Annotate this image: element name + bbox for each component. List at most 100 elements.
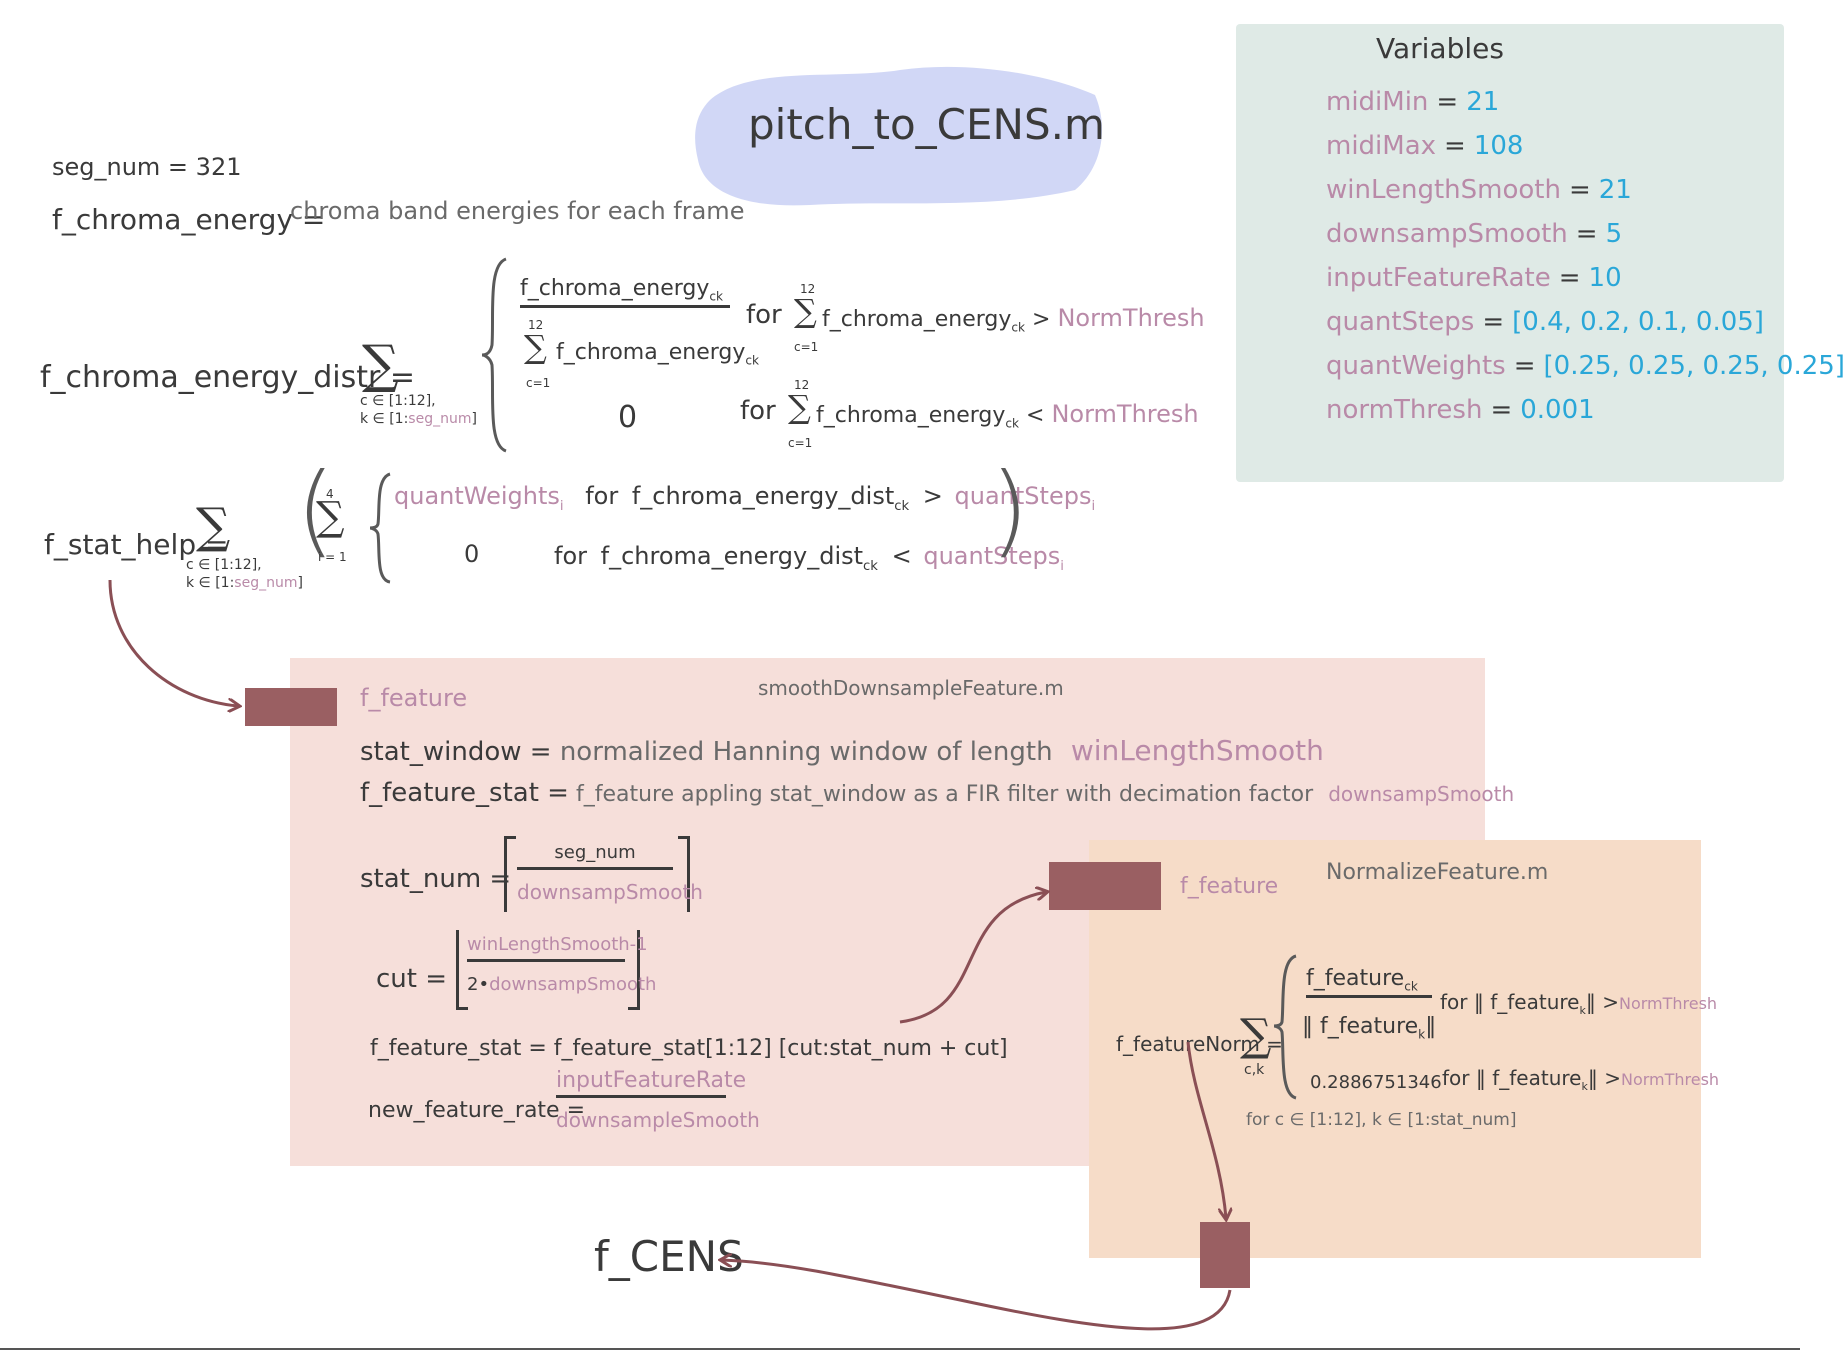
distr-brace — [481, 257, 507, 453]
distr-case1-denominator: f_chroma_energyck — [556, 340, 759, 367]
variable-equals: = — [1490, 395, 1513, 425]
feature-stat-rhs: f_feature appling stat_window as a FIR f… — [575, 782, 1314, 807]
distr-case1-num-text: f_chroma_energy — [520, 276, 710, 301]
stat-help-case2: for f_chroma_energy_distck < quantStepsi — [554, 542, 1064, 574]
stat-help-case2-steps-sub: i — [1060, 558, 1064, 574]
feature-norm-for1-end: ‖ > — [1585, 990, 1619, 1014]
distr-den-sum-top: 12 — [528, 318, 544, 332]
distr-cond2-sum-symbol: ∑ — [788, 388, 811, 426]
stat-window-line: stat_window = normalized Hanning window … — [360, 734, 1324, 767]
stat-num-lhs: stat_num = — [360, 864, 512, 894]
normalize-input-label: f_feature — [1180, 874, 1279, 899]
variable-value: [0.25, 0.25, 0.25, 0.25] — [1543, 351, 1845, 381]
feature-norm-for1: for ‖ f_feature — [1440, 990, 1580, 1014]
stat-num-numerator: seg_num — [517, 842, 673, 870]
feature-norm-for2-sub: k — [1581, 1080, 1588, 1093]
arrow-output-block-to-cens — [722, 1260, 1232, 1331]
variable-row: winLengthSmooth=21 — [1326, 168, 1845, 212]
variable-equals: = — [1558, 263, 1581, 293]
feature-norm-domain: for c ∈ [1:12], k ∈ [1:stat_num] — [1246, 1110, 1517, 1130]
stat-window-var: winLengthSmooth — [1070, 734, 1324, 767]
stat-help-inner-bottom: i = 1 — [318, 550, 347, 564]
feature-norm-case1-thresh: NormThresh — [1618, 994, 1718, 1013]
stat-num-ceil-brackets: seg_num downsampSmooth — [504, 836, 703, 912]
feature-norm-case2-value: 0.2886751346 — [1310, 1072, 1442, 1093]
normalize-input-block — [1049, 862, 1161, 910]
stat-help-case1-gt: > — [922, 482, 943, 510]
variable-row: quantWeights=[0.25, 0.25, 0.25, 0.25] — [1326, 344, 1845, 388]
arrow-smooth-to-normalize — [899, 892, 1046, 1024]
stat-help-case1-for: for — [585, 482, 619, 510]
stat-num-denominator: downsampSmooth — [517, 880, 703, 904]
variable-value: 21 — [1598, 175, 1632, 205]
stat-help-sum-sub2-prefix: k ∈ [1: — [186, 575, 235, 591]
distr-sum-sub2-var: seg_num — [408, 411, 472, 427]
feature-norm-case2-condition: for ‖ f_featurek‖ >NormThresh — [1442, 1066, 1719, 1093]
distr-case1-gt: > — [1032, 307, 1051, 332]
feature-norm-lhs: f_featureNorm = — [1116, 1032, 1283, 1056]
cut-den-prefix: 2• — [467, 974, 490, 995]
feature-norm-den-text: ‖ f_feature — [1302, 1014, 1419, 1039]
cut-den-var: downsampSmooth — [489, 974, 657, 995]
distr-cond2-sum-top: 12 — [794, 378, 810, 392]
feature-norm-den-end: ‖ — [1425, 1014, 1437, 1039]
feature-norm-case1-numerator: f_featureck — [1306, 966, 1432, 999]
distr-case2-lt: < — [1026, 403, 1045, 428]
variable-name: midiMax — [1326, 131, 1437, 161]
stat-help-lhs: f_stat_help = — [44, 528, 229, 561]
stat-help-sum-symbol: ∑ — [196, 498, 231, 554]
normalize-output-block — [1200, 1222, 1250, 1288]
variable-name: quantSteps — [1326, 307, 1475, 337]
normalize-file-name: NormalizeFeature.m — [1326, 860, 1549, 885]
variable-name: winLengthSmooth — [1326, 175, 1561, 205]
cut-denominator: 2•downsampSmooth — [467, 974, 656, 995]
feature-stat-lhs: f_feature_stat = — [360, 778, 569, 808]
distr-case1-numerator: f_chroma_energyck — [520, 276, 730, 309]
stat-help-sum-sub2-var: seg_num — [234, 575, 298, 591]
feature-norm-case2-thresh: NormThresh — [1620, 1070, 1720, 1089]
title-cloud-highlight — [695, 66, 1103, 206]
chroma-energy-desc: chroma band energies for each frame — [290, 197, 745, 225]
distr-case1-cond-sub: ck — [1011, 320, 1026, 335]
stat-help-left-paren: ( — [296, 451, 336, 568]
stat-help-case2-cond: f_chroma_energy_dist — [600, 542, 864, 570]
variable-equals: = — [1482, 307, 1505, 337]
distr-for1: for — [746, 300, 782, 330]
distr-for2: for — [740, 396, 776, 426]
variable-value: 108 — [1473, 131, 1524, 161]
stat-help-case2-cond-sub: ck — [863, 558, 878, 574]
stat-help-case2-for: for — [554, 542, 587, 570]
feature-norm-den-sub: k — [1418, 1027, 1426, 1042]
stat-help-sum-range: c ∈ [1:12], k ∈ [1:seg_num] — [186, 556, 303, 592]
stat-help-case1-val: quantWeights — [394, 482, 560, 510]
variable-row: quantSteps=[0.4, 0.2, 0.1, 0.05] — [1326, 300, 1845, 344]
feature-norm-case1-condition: for ‖ f_featurek‖ >NormThresh — [1440, 990, 1717, 1017]
smooth-file-name: smoothDownsampleFeature.m — [758, 676, 1064, 700]
arrow-stat-help-to-smooth — [108, 579, 238, 706]
variable-row: midiMin=21 — [1326, 80, 1845, 124]
stat-help-case1-cond: f_chroma_energy_dist — [631, 482, 895, 510]
distr-case1-num-sub: ck — [709, 289, 724, 304]
stat-help-inner-top: 4 — [326, 487, 334, 501]
distr-case2-thresh: NormThresh — [1051, 400, 1199, 428]
stat-help-case1-cond-sub: ck — [894, 498, 910, 514]
new-rate-numerator: inputFeatureRate — [556, 1068, 746, 1098]
stat-help-case2-lt: < — [891, 542, 912, 570]
variable-equals: = — [1575, 219, 1598, 249]
variable-value: [0.4, 0.2, 0.1, 0.05] — [1512, 307, 1764, 337]
cut-floor-brackets: winLengthSmooth-1 2•downsampSmooth — [456, 930, 656, 1010]
variable-value: 21 — [1466, 87, 1500, 117]
page-title: pitch_to_CENS.m — [748, 100, 1105, 149]
variable-equals: = — [1444, 131, 1466, 161]
distr-case2-cond-sub: ck — [1005, 416, 1020, 431]
distr-sum-sub2-prefix: k ∈ [1: — [360, 411, 409, 427]
floor-tick-right — [628, 1007, 640, 1010]
distr-case1-thresh: NormThresh — [1057, 304, 1205, 332]
variable-equals: = — [1513, 351, 1536, 381]
stat-help-right-paren: ) — [990, 451, 1030, 568]
feature-stat-var: downsampSmooth — [1328, 782, 1515, 806]
distr-case2-value: 0 — [618, 400, 638, 435]
distr-case1-condition: f_chroma_energyck > NormThresh — [822, 304, 1205, 334]
new-rate-denominator: downsampleSmooth — [556, 1108, 760, 1132]
